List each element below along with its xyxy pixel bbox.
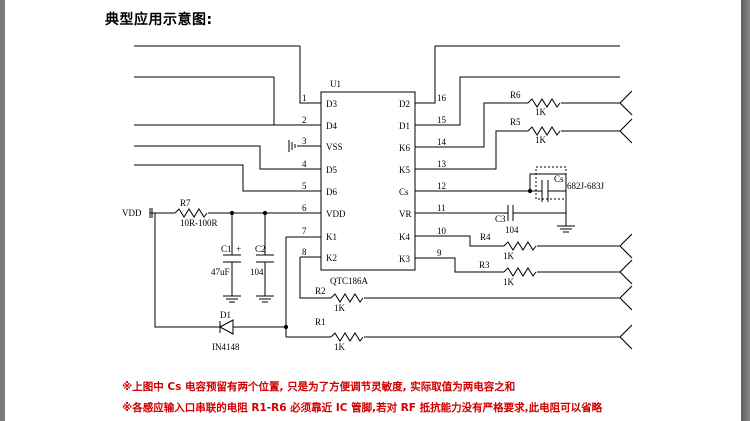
pin-name-d4: D4 bbox=[326, 121, 337, 131]
label-r4-value: 1K bbox=[503, 251, 515, 261]
pin-name-cs: Cs bbox=[399, 187, 409, 197]
pin-name-k5: K5 bbox=[399, 165, 410, 175]
pin-name-vss: VSS bbox=[326, 142, 343, 152]
capacitor-c3 bbox=[415, 205, 566, 221]
label-r7-value: 10R-100R bbox=[180, 218, 218, 228]
pin-name-d3: D3 bbox=[326, 99, 337, 109]
label-d1: D1 bbox=[220, 310, 231, 320]
label-r3-value: 1K bbox=[503, 277, 515, 287]
pin-num-4: 4 bbox=[302, 159, 307, 169]
pin-num-6: 6 bbox=[302, 203, 307, 213]
pin-num-12: 12 bbox=[437, 181, 446, 191]
label-c3: C3 bbox=[495, 214, 506, 224]
label-cs-value: 682J-683J bbox=[567, 181, 604, 191]
pin-num-13: 13 bbox=[437, 159, 447, 169]
pin-num-1: 1 bbox=[302, 93, 307, 103]
right-pin-names: D2 D1 K6 K5 Cs VR K4 K3 bbox=[399, 99, 412, 264]
wire-pin14 bbox=[415, 102, 528, 148]
note-series-resistors: ※各感应输入口串联的电阻 R1-R6 必须靠近 IC 管脚,若对 RF 抵抗能力… bbox=[122, 402, 603, 414]
wire-pin7 bbox=[233, 236, 321, 328]
pin-num-5: 5 bbox=[302, 181, 307, 191]
label-c3-value: 104 bbox=[505, 225, 519, 235]
page-shadow bbox=[741, 0, 750, 421]
label-r7: R7 bbox=[180, 198, 191, 208]
label-r2-value: 1K bbox=[334, 303, 346, 313]
cs-dotted-box bbox=[535, 166, 567, 200]
pin-num-14: 14 bbox=[437, 137, 447, 147]
label-r1: R1 bbox=[315, 317, 326, 327]
label-vdd: VDD bbox=[122, 208, 142, 218]
pin-name-k4: K4 bbox=[399, 232, 410, 242]
wire-pin9 bbox=[415, 257, 504, 273]
pin-num-10: 10 bbox=[437, 226, 447, 236]
pin-num-9: 9 bbox=[437, 248, 442, 258]
note-cs-capacitor: ※上图中 Cs 电容预留有两个位置, 只是为了方便调节灵敏度, 实际取值为两电容… bbox=[122, 381, 516, 393]
wire-pin16 bbox=[415, 45, 620, 104]
schematic-wires bbox=[134, 45, 633, 350]
ic-part: QTC186A bbox=[330, 276, 369, 286]
wire-pin13 bbox=[415, 130, 528, 170]
pin-name-d2: D2 bbox=[399, 99, 410, 109]
diagram-title: 典型应用示意图: bbox=[105, 12, 213, 28]
document-page bbox=[5, 0, 741, 421]
wire-r2-left bbox=[299, 257, 331, 299]
pin-name-k6: K6 bbox=[399, 143, 410, 153]
label-c1: C1 bbox=[221, 244, 232, 254]
label-r6-value: 1K bbox=[535, 107, 547, 117]
label-c1-value: 47uF bbox=[211, 267, 230, 277]
wire-pin1 bbox=[299, 46, 321, 104]
pin-name-k3: K3 bbox=[399, 254, 410, 264]
wire-pin10 bbox=[415, 235, 504, 247]
label-r4: R4 bbox=[480, 232, 491, 242]
ic-body bbox=[320, 91, 416, 271]
label-c2: C2 bbox=[255, 244, 266, 254]
wire-pin4 bbox=[134, 145, 321, 170]
vdd-terminal bbox=[149, 208, 153, 218]
label-d1-value: IN4148 bbox=[212, 342, 240, 352]
pin-num-2: 2 bbox=[302, 115, 307, 125]
ground-pin3 bbox=[288, 140, 296, 152]
pin-num-7: 7 bbox=[302, 226, 307, 236]
capacitor-c2 bbox=[256, 213, 274, 296]
left-pin-names: D3 D4 VSS D5 D6 VDD K1 K2 bbox=[326, 99, 346, 263]
wire-pin5 bbox=[134, 164, 321, 192]
pin-name-d1: D1 bbox=[399, 121, 410, 131]
pin-num-3: 3 bbox=[302, 136, 307, 146]
label-c1-plus: + bbox=[236, 244, 241, 254]
left-pin-numbers: 1 2 3 4 5 6 7 8 bbox=[302, 93, 307, 257]
capacitor-cs bbox=[415, 180, 567, 226]
component-labels: VDD R7 10R-100R C1 + 47uF C2 104 D1 IN41… bbox=[122, 90, 604, 352]
wire-pin2 bbox=[134, 76, 321, 126]
label-r5: R5 bbox=[510, 117, 521, 127]
diode-d1 bbox=[218, 319, 234, 335]
pin-num-8: 8 bbox=[302, 247, 307, 257]
pin-name-k2: K2 bbox=[326, 253, 337, 263]
label-c2-value: 104 bbox=[250, 267, 264, 277]
pin-name-d6: D6 bbox=[326, 187, 337, 197]
pin-num-16: 16 bbox=[437, 93, 447, 103]
capacitor-c1 bbox=[223, 213, 241, 296]
label-r2: R2 bbox=[315, 286, 326, 296]
wire-diode-left bbox=[154, 213, 220, 328]
pin-name-vdd: VDD bbox=[326, 209, 346, 219]
label-cs: Cs bbox=[554, 174, 564, 184]
wire-pin15 bbox=[415, 76, 620, 126]
pin-name-k1: K1 bbox=[326, 232, 337, 242]
pin-name-vr: VR bbox=[399, 209, 412, 219]
label-r6: R6 bbox=[510, 90, 521, 100]
pin-name-d5: D5 bbox=[326, 165, 337, 175]
pin-num-11: 11 bbox=[437, 203, 446, 213]
label-r1-value: 1K bbox=[334, 342, 346, 352]
label-r5-value: 1K bbox=[535, 135, 547, 145]
ic-ref: U1 bbox=[330, 79, 341, 89]
label-r3: R3 bbox=[479, 260, 490, 270]
pin-num-15: 15 bbox=[437, 115, 447, 125]
right-pin-numbers: 16 15 14 13 12 11 10 9 bbox=[437, 93, 447, 258]
